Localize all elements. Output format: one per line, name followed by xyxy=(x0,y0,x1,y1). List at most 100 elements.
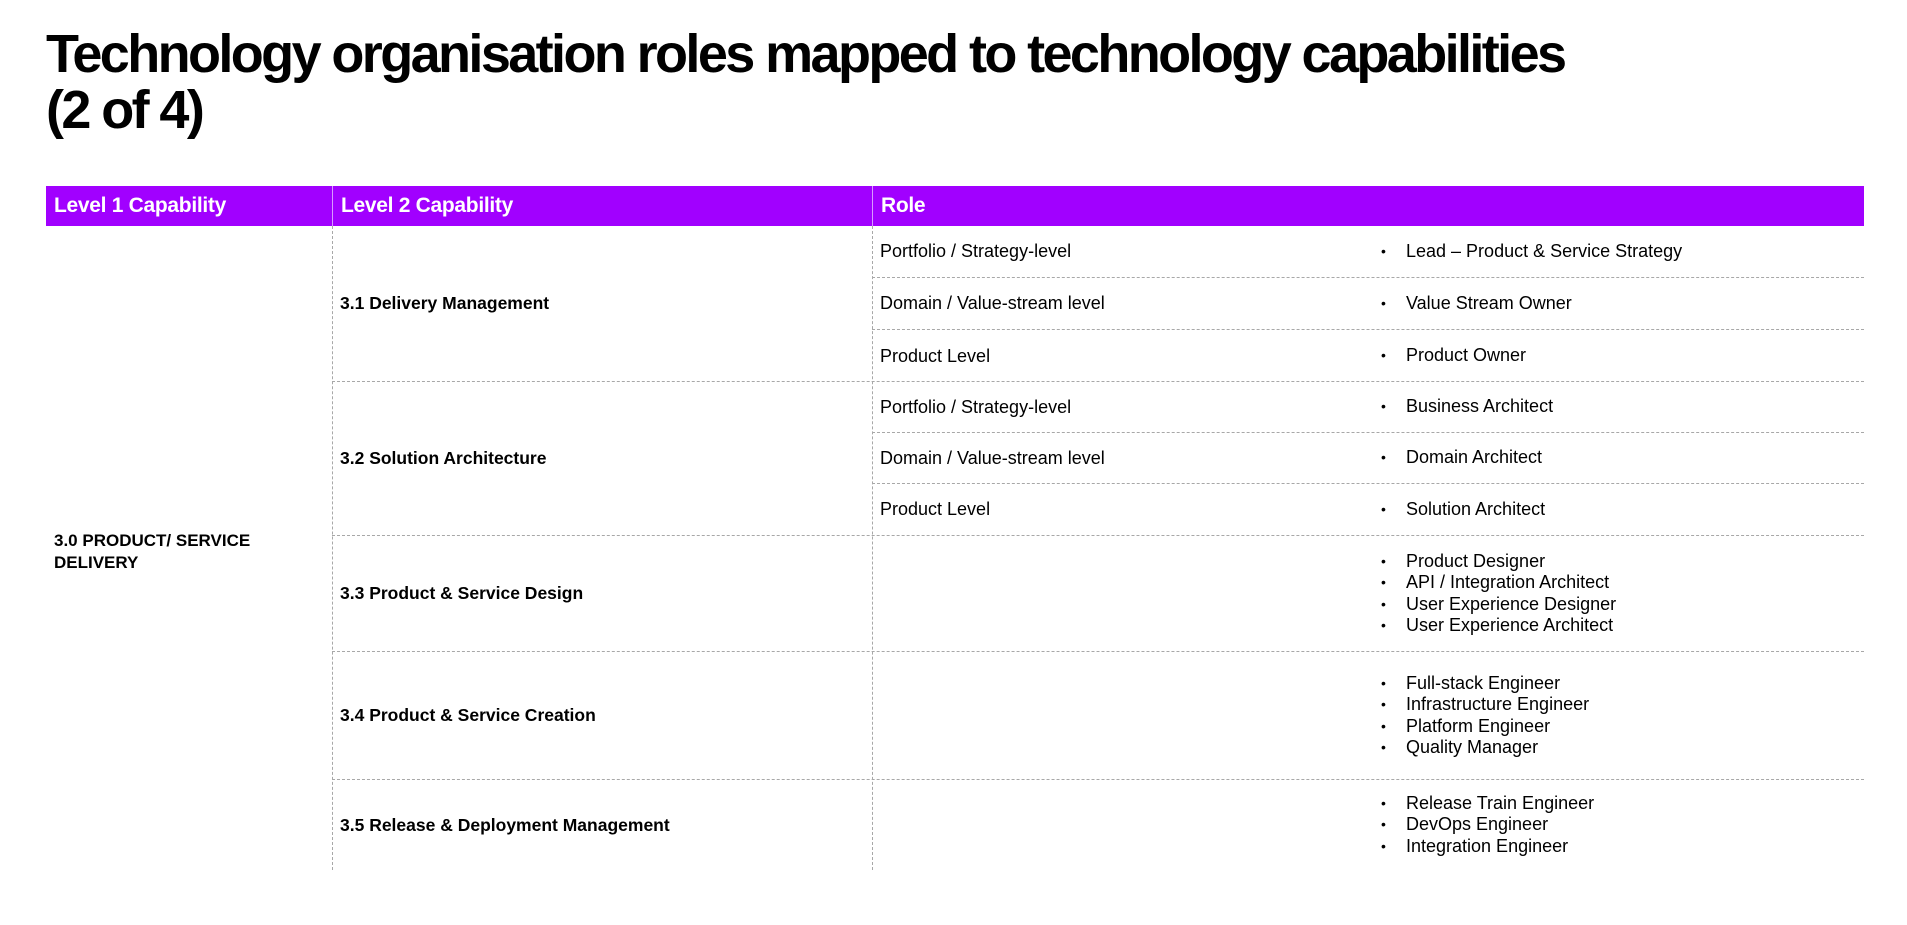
level-1-capability-cell: 3.0 PRODUCT/ SERVICE DELIVERY xyxy=(46,226,332,870)
role-name: Business Architect xyxy=(1406,396,1554,417)
role-name: Product Designer xyxy=(1406,550,1546,571)
table-row: • Product Designer •API / Integration Arc… xyxy=(872,536,1864,651)
list-item: • Value Stream Owner xyxy=(1378,293,1572,315)
list-item: • User Experience Designer xyxy=(1378,594,1616,616)
column-divider-1 xyxy=(332,226,333,870)
table-row: Portfolio / Strategy-level • Lead – Produ… xyxy=(872,226,1864,278)
bullet-icon: • xyxy=(1381,816,1386,833)
list-item: • Infrastructure Engineer xyxy=(1378,694,1589,716)
header-role: Role xyxy=(872,186,1864,226)
table-row: Product Level • Solution Architect xyxy=(872,484,1864,535)
list-item: • DevOps Engineer xyxy=(1378,814,1594,836)
level-2-capability-label: 3.2 Solution Architecture xyxy=(340,448,547,468)
page-title-line-2: (2 of 4) xyxy=(46,80,205,140)
bullet-icon: • xyxy=(1381,794,1386,811)
table-header: Level 1 Capability Level 2 Capability Ro… xyxy=(46,186,1864,226)
role-rows: • Product Designer •API / Integration Arc… xyxy=(872,536,1864,651)
table-body: 3.0 PRODUCT/ SERVICE DELIVERY 3.1 Delive… xyxy=(46,226,1864,870)
list-item: •API / Integration Architect xyxy=(1378,572,1616,594)
header-level-1-capability: Level 1 Capability xyxy=(54,194,227,217)
bullet-icon: • xyxy=(1381,837,1386,854)
list-item: • Product Owner xyxy=(1378,345,1526,367)
bullet-icon: • xyxy=(1381,347,1386,364)
role-name: Integration Engineer xyxy=(1406,835,1569,856)
list-item: •Platform Engineer xyxy=(1378,716,1589,738)
bullet-icon: • xyxy=(1381,595,1386,612)
capability-group-3-1: 3.1 Delivery Management Portfolio / Stra… xyxy=(332,226,1864,382)
role-name: User Experience Designer xyxy=(1406,593,1617,614)
capability-group-3-2: 3.2 Solution Architecture Portfolio / St… xyxy=(332,382,1864,536)
bullet-icon: • xyxy=(1381,617,1386,633)
role-list: • Domain Architect xyxy=(1378,433,1542,483)
role-level-label: Domain / Value-stream level xyxy=(880,447,1105,468)
level-2-capability-label: 3.1 Delivery Management xyxy=(340,293,550,313)
list-item: • Release Train Engineer xyxy=(1378,793,1594,815)
header-level-2-capability: Level 2 Capability xyxy=(332,186,872,226)
role-name: Domain Architect xyxy=(1406,447,1543,468)
level-2-capability-label: 3.5 Release & Deployment Management xyxy=(340,814,670,835)
list-item: • Domain Architect xyxy=(1378,447,1542,469)
list-item: • User Experience Architect xyxy=(1378,615,1616,637)
role-level-label: Product Level xyxy=(880,345,991,366)
role-list: • Product Owner xyxy=(1378,330,1526,382)
role-name: Release Train Engineer xyxy=(1406,792,1595,813)
role-level-label: Domain / Value-stream level xyxy=(880,293,1105,313)
role-name: Value Stream Owner xyxy=(1406,292,1572,313)
table-row: Domain / Value-stream level • Value Strea… xyxy=(872,278,1864,330)
list-item: • Solution Architect xyxy=(1378,499,1545,521)
role-rows: • Full-stack Engineer • Infrastructure Eng… xyxy=(872,652,1864,779)
list-item: • Product Designer xyxy=(1378,551,1616,573)
bullet-icon: • xyxy=(1381,500,1386,517)
role-list: • Lead – Product & Service Strategy xyxy=(1378,226,1682,277)
role-name: User Experience Architect xyxy=(1406,615,1614,635)
bullet-icon: • xyxy=(1381,574,1386,590)
role-list: • Solution Architect xyxy=(1378,484,1545,535)
role-list: • Release Train Engineer • DevOps Engineer… xyxy=(1378,780,1594,870)
role-list: • Full-stack Engineer • Infrastructure Eng… xyxy=(1378,652,1589,779)
role-name: Full-stack Engineer xyxy=(1406,672,1561,693)
role-list: • Value Stream Owner xyxy=(1378,278,1572,329)
role-name: Solution Architect xyxy=(1406,498,1546,519)
role-list: • Business Architect xyxy=(1378,382,1553,432)
capability-group-3-5: 3.5 Release & Deployment Management • Rel… xyxy=(332,780,1864,870)
role-level-label: Portfolio / Strategy-level xyxy=(880,241,1072,261)
role-name: Lead – Product & Service Strategy xyxy=(1406,240,1683,261)
bullet-icon: • xyxy=(1381,449,1386,466)
table-row: • Release Train Engineer • DevOps Engineer… xyxy=(872,780,1864,870)
bullet-icon: • xyxy=(1381,739,1386,755)
page-title: Technology organisation roles mapped to … xyxy=(46,26,1806,138)
role-name: Quality Manager xyxy=(1406,737,1539,757)
list-item: • Integration Engineer xyxy=(1378,836,1594,858)
bullet-icon: • xyxy=(1381,398,1386,415)
bullet-icon: • xyxy=(1381,242,1386,259)
role-rows: Portfolio / Strategy-level • Business Arc… xyxy=(872,382,1864,535)
table-row: Portfolio / Strategy-level • Business Arc… xyxy=(872,382,1864,433)
list-item: • Full-stack Engineer xyxy=(1378,673,1589,695)
role-name: DevOps Engineer xyxy=(1406,814,1549,835)
column-divider-2 xyxy=(872,226,873,870)
list-item: • Quality Manager xyxy=(1378,737,1589,759)
capability-group-3-3: 3.3 Product & Service Design • Product De… xyxy=(332,536,1864,652)
capability-group-3-4: 3.4 Product & Service Creation • Full-sta… xyxy=(332,652,1864,780)
bullet-icon: • xyxy=(1381,294,1386,311)
bullet-icon: • xyxy=(1381,674,1386,691)
level-2-capability-label: 3.3 Product & Service Design xyxy=(340,583,584,603)
page-title-line-1: Technology organisation roles mapped to … xyxy=(46,24,1567,84)
bullet-icon: • xyxy=(1381,552,1386,569)
role-name: Product Owner xyxy=(1406,345,1527,366)
list-item: • Business Architect xyxy=(1378,396,1553,418)
role-rows: Portfolio / Strategy-level • Lead – Produ… xyxy=(872,226,1864,381)
capability-role-table: Level 1 Capability Level 2 Capability Ro… xyxy=(46,186,1864,870)
level-2-capability-label: 3.4 Product & Service Creation xyxy=(340,705,596,725)
role-name: Infrastructure Engineer xyxy=(1406,694,1590,714)
role-rows: • Release Train Engineer • DevOps Engineer… xyxy=(872,780,1864,870)
list-item: • Lead – Product & Service Strategy xyxy=(1378,241,1682,263)
table-row: Product Level • Product Owner xyxy=(872,330,1864,382)
bullet-icon: • xyxy=(1381,696,1386,712)
table-row: • Full-stack Engineer • Infrastructure Eng… xyxy=(872,652,1864,779)
table-row: Domain / Value-stream level • Domain Arch… xyxy=(872,433,1864,484)
role-list: • Product Designer •API / Integration Arc… xyxy=(1378,536,1616,651)
role-level-label: Product Level xyxy=(880,499,991,519)
role-level-label: Portfolio / Strategy-level xyxy=(880,396,1072,417)
role-name: Platform Engineer xyxy=(1406,715,1551,736)
